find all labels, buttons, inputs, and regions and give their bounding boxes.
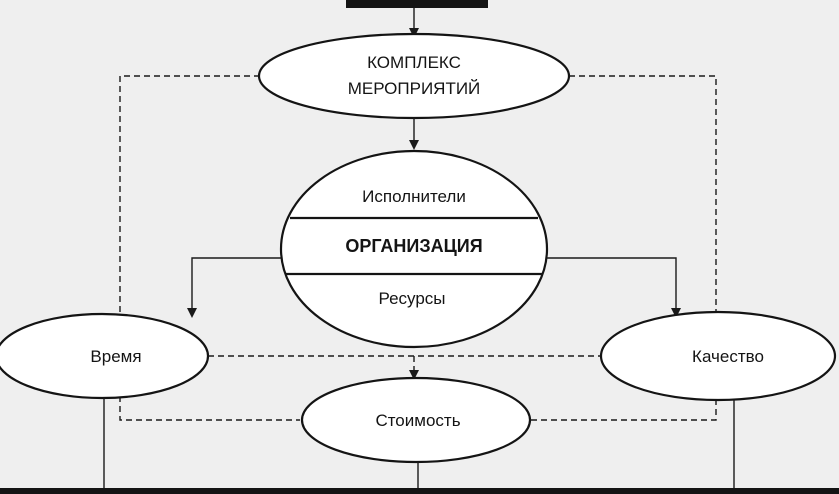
complex-label-line2: МЕРОПРИЯТИЙ	[348, 79, 481, 98]
organization-label: ОРГАНИЗАЦИЯ	[345, 236, 482, 256]
top-box-fragment	[346, 0, 488, 8]
time-label: Время	[90, 347, 141, 366]
dashed-left-loop	[119, 75, 300, 421]
executors-label: Исполнители	[362, 187, 466, 206]
quality-ellipse	[599, 310, 837, 402]
arrow-org-to-quality	[547, 257, 681, 318]
complex-label-line1: КОМПЛЕКС	[367, 53, 461, 72]
cost-ellipse	[300, 376, 532, 464]
dashed-right-loop	[530, 75, 717, 421]
quality-label: Качество	[692, 347, 764, 366]
organization-ellipse	[279, 149, 549, 349]
arrow-org-to-time	[187, 257, 281, 318]
cost-label: Стоимость	[375, 411, 460, 430]
complex-ellipse	[257, 32, 571, 120]
bottom-bar	[0, 488, 839, 494]
resources-label: Ресурсы	[378, 289, 445, 308]
time-ellipse	[0, 312, 210, 400]
